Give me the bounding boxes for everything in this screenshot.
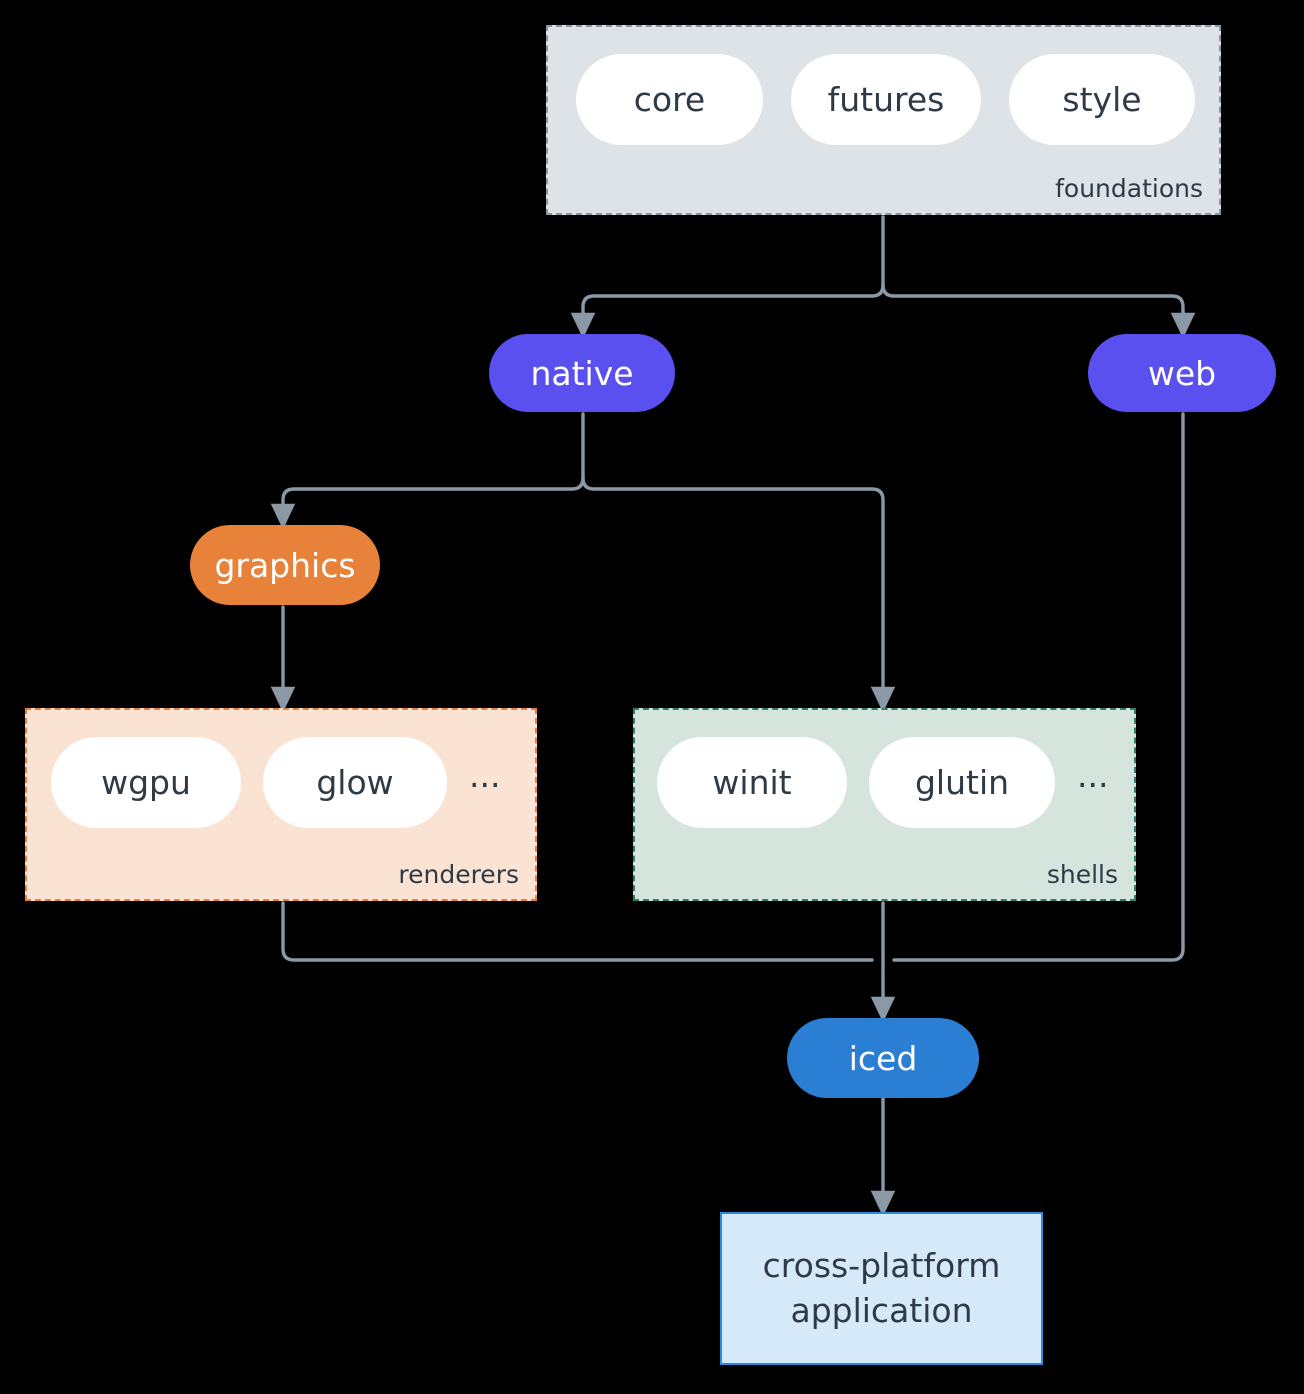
edge-renderers-to-bus [281, 901, 874, 962]
edge-native-to-shells [581, 476, 896, 713]
renderers-ellipsis: ... [469, 756, 501, 795]
node-iced[interactable]: iced [787, 1018, 979, 1098]
group-foundations: core futures style foundations [546, 25, 1221, 215]
chip-wgpu-label: wgpu [101, 763, 191, 802]
node-cross-platform-application[interactable]: cross-platform application [720, 1212, 1043, 1365]
chip-style[interactable]: style [1009, 54, 1195, 145]
chip-glutin-label: glutin [914, 763, 1010, 802]
node-web-label: web [1147, 353, 1217, 393]
chip-winit[interactable]: winit [657, 737, 847, 828]
chip-futures-label: futures [827, 80, 945, 119]
node-web[interactable]: web [1088, 334, 1276, 412]
node-application-line2: application [790, 1290, 973, 1330]
edge-foundations-to-web [881, 283, 1196, 339]
group-shells-label: shells [1046, 860, 1118, 889]
edge-native-to-graphics [270, 476, 585, 530]
group-renderers-label: renderers [398, 860, 519, 889]
node-graphics[interactable]: graphics [190, 525, 380, 605]
node-graphics-label: graphics [214, 545, 356, 585]
shells-ellipsis: ... [1077, 756, 1109, 795]
chip-glow[interactable]: glow [263, 737, 447, 828]
node-iced-label: iced [848, 1038, 918, 1078]
chip-core-label: core [633, 80, 706, 119]
group-renderers: wgpu glow ... renderers [25, 708, 537, 901]
chip-winit-label: winit [712, 763, 792, 802]
node-application-line1: cross-platform [762, 1245, 1001, 1285]
chip-wgpu[interactable]: wgpu [51, 737, 241, 828]
chip-glow-label: glow [316, 763, 394, 802]
chip-futures[interactable]: futures [791, 54, 981, 145]
chip-style-label: style [1062, 80, 1142, 119]
chip-glutin[interactable]: glutin [869, 737, 1055, 828]
group-shells: winit glutin ... shells [633, 708, 1136, 901]
chip-core[interactable]: core [576, 54, 763, 145]
group-foundations-label: foundations [1055, 174, 1203, 203]
node-native-label: native [530, 353, 634, 393]
node-native[interactable]: native [489, 334, 675, 412]
edge-foundations-to-native [570, 283, 885, 339]
edge-web-to-bus [892, 412, 1185, 962]
